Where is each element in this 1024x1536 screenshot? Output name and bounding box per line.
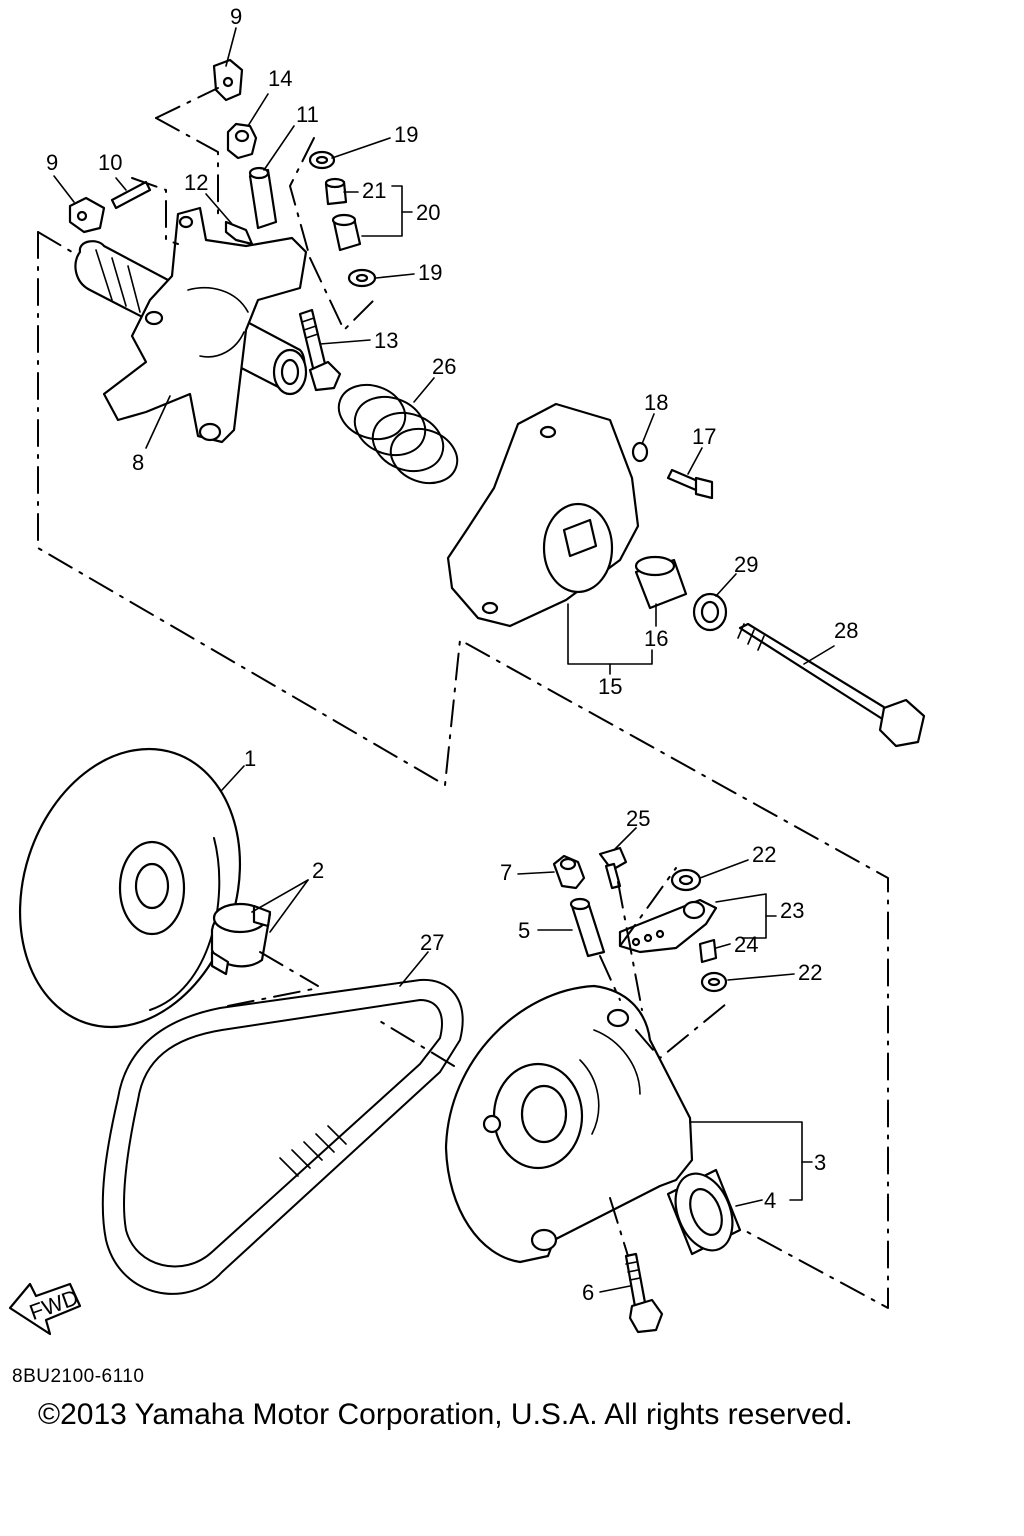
part-9-upper-weight [212,58,244,102]
part-1-fixed-sheave [18,747,242,1029]
drawing-code: 8BU2100-6110 [12,1366,145,1387]
part-3-movable-sheave [444,984,694,1264]
callout-13: 13 [374,328,398,353]
part-19-upper-washer [308,150,336,170]
part-5-collar [569,897,606,958]
callout-23: 23 [780,898,804,923]
callout-20: 20 [416,200,440,225]
callout-labels: 9 14 11 19 21 20 19 9 10 12 13 26 [46,4,858,1305]
part-22-upper-washer [670,868,702,892]
part-8-spider-hub [74,206,308,444]
part-9-left-weight [68,196,106,234]
callout-4: 4 [764,1188,776,1213]
callout-22-lower: 22 [798,960,822,985]
callout-8: 8 [132,450,144,475]
callout-12: 12 [184,170,208,195]
callout-1: 1 [244,746,256,771]
callout-29: 29 [734,552,758,577]
part-19-lower-washer [347,268,377,288]
callout-18: 18 [644,390,668,415]
part-11-collar [248,166,278,230]
callout-3: 3 [814,1150,826,1175]
callout-24: 24 [734,932,758,957]
part-23-ramp-shoe [618,898,718,954]
callout-26: 26 [432,354,456,379]
part-18-washer [631,441,649,463]
callout-9-left: 9 [46,150,58,175]
callout-21: 21 [362,178,386,203]
callout-22-upper: 22 [752,842,776,867]
part-27-belt [101,978,464,1295]
part-2-slider [210,902,272,976]
part-16-bushing [634,555,688,610]
part-13-bolt [298,308,342,392]
part-17-screw [666,468,714,500]
part-28-long-bolt [737,622,926,748]
part-14-nut [226,122,258,160]
copyright-notice: ©2013 Yamaha Motor Corporation, U.S.A. A… [38,1398,853,1431]
part-25-screw [598,846,628,890]
assembly-frame-lines [37,231,889,1309]
callout-15: 15 [598,674,622,699]
part-10-pin [110,180,152,210]
part-20-roller [331,213,362,252]
callout-11: 11 [296,102,319,127]
assembly-guide-lines [131,87,727,1257]
callout-19-upper: 19 [394,122,418,147]
callout-28: 28 [834,618,858,643]
callout-9-upper: 9 [230,4,242,29]
part-21-bushing [324,177,348,206]
callout-25: 25 [626,806,650,831]
callout-7: 7 [500,860,512,885]
callout-6: 6 [582,1280,594,1305]
callout-10: 10 [98,150,122,175]
part-7-nut [552,854,586,890]
part-12-bushing [224,220,254,246]
callout-19-lower: 19 [418,260,442,285]
part-6-bolt [624,1252,664,1334]
part-26-spring [337,383,459,485]
callout-27: 27 [420,930,444,955]
callout-5: 5 [518,918,530,943]
part-4-bushing [666,1168,742,1256]
callout-17: 17 [692,424,716,449]
part-15-cap [446,402,640,628]
part-29-clip [692,592,728,632]
part-22-lower-washer [700,971,728,993]
callout-14: 14 [268,66,292,91]
fwd-arrow-icon: FWD [8,1282,82,1336]
callout-16: 16 [644,626,668,651]
part-24-pin [698,938,718,964]
callout-2: 2 [312,858,324,883]
